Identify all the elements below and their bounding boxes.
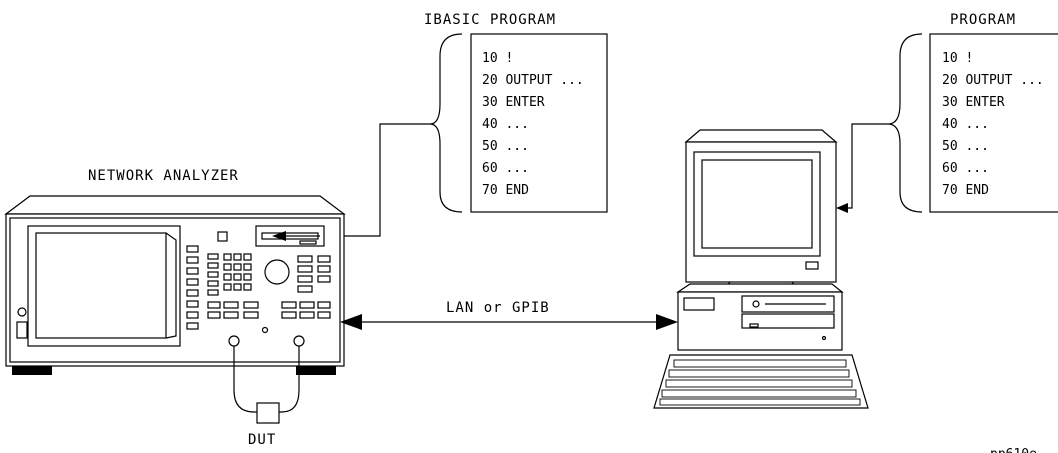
computer — [653, 129, 869, 409]
system-unit — [677, 291, 843, 351]
monitor — [685, 141, 837, 283]
ibasic-line: 70 END — [482, 183, 529, 198]
ibasic-program-box — [470, 33, 608, 213]
program-brace — [887, 33, 923, 213]
program-title: PROGRAM — [950, 12, 1016, 28]
floppy-bay — [741, 295, 835, 313]
ibasic-line: 40 ... — [482, 117, 529, 132]
figure-id: pp610e — [990, 447, 1037, 453]
bottom-keys — [207, 301, 331, 334]
ibasic-line: 30 ENTER — [482, 95, 545, 110]
drive-bay — [741, 313, 835, 329]
analyzer-screen — [35, 232, 167, 339]
ibasic-line: 10 ! — [482, 51, 513, 66]
link-arrowhead-right — [656, 314, 678, 330]
analyzer-foot — [12, 366, 52, 375]
ibasic-brace — [429, 33, 463, 213]
ibasic-program-title: IBASIC PROGRAM — [424, 12, 556, 28]
rotary-knob — [264, 259, 290, 285]
program-line: 40 ... — [942, 117, 989, 132]
numeric-keypad — [223, 253, 252, 291]
keyboard-keys — [659, 359, 861, 406]
program-line: 20 OUTPUT ... — [942, 73, 1044, 88]
ibasic-line: 20 OUTPUT ... — [482, 73, 584, 88]
program-connector-line — [846, 123, 888, 209]
key-group-left — [207, 253, 219, 296]
power-knob — [17, 307, 27, 317]
system-unit-badge — [683, 297, 715, 311]
ibasic-program-lines: 10 ! 20 OUTPUT ... 30 ENTER 40 ... 50 ..… — [482, 51, 584, 198]
program-box — [929, 33, 1058, 213]
dut-box — [256, 402, 280, 424]
dut-cable-left — [233, 346, 258, 413]
system-unit-top — [676, 283, 844, 293]
ibasic-line: 50 ... — [482, 139, 529, 154]
ibasic-connector-line — [320, 123, 430, 237]
dut-cable-right — [278, 346, 300, 413]
program-line: 30 ENTER — [942, 95, 1005, 110]
program-line: 50 ... — [942, 139, 989, 154]
monitor-top — [684, 129, 838, 143]
analyzer-top — [4, 195, 346, 215]
network-analyzer-label: NETWORK ANALYZER — [88, 168, 239, 184]
monitor-screen-bezel — [693, 151, 821, 257]
power-switch — [16, 321, 28, 339]
connection-label: LAN or GPIB — [446, 300, 550, 316]
program-lines: 10 ! 20 OUTPUT ... 30 ENTER 40 ... 50 ..… — [942, 51, 1044, 198]
key-group-right — [297, 255, 331, 293]
link-arrowhead-left — [340, 314, 362, 330]
monitor-screen — [701, 159, 813, 249]
ibasic-line: 60 ... — [482, 161, 529, 176]
program-line: 60 ... — [942, 161, 989, 176]
program-line: 70 END — [942, 183, 989, 198]
dut-label: DUT — [248, 432, 276, 448]
program-arrowhead — [836, 203, 848, 213]
network-analyzer — [4, 195, 346, 375]
analyzer-foot — [296, 366, 336, 375]
disk-arrowhead — [272, 231, 286, 241]
keyboard — [653, 354, 869, 409]
monitor-button — [805, 261, 819, 270]
program-line: 10 ! — [942, 51, 973, 66]
line-button — [217, 231, 228, 242]
softkeys — [186, 245, 199, 330]
